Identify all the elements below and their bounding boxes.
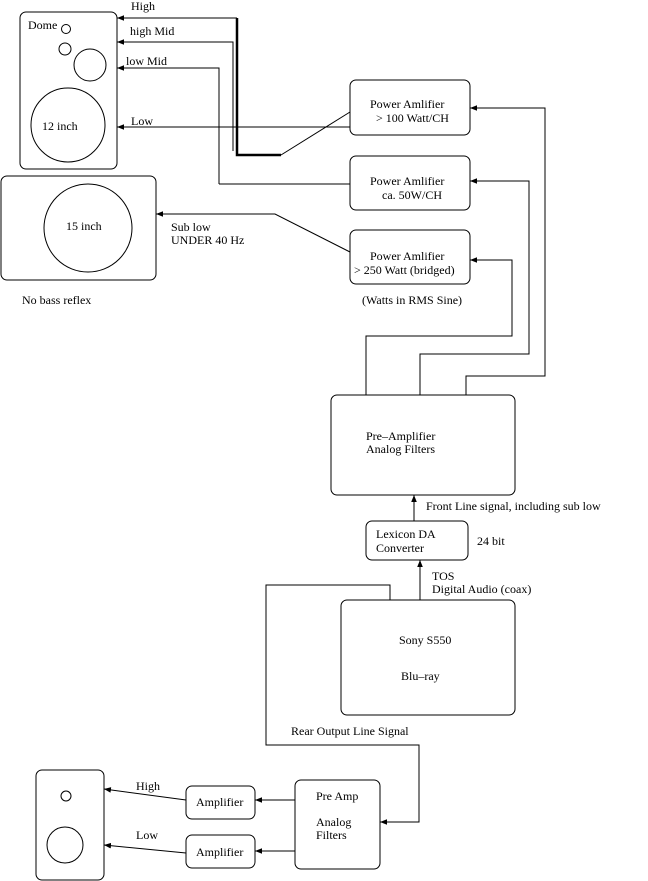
rear-output-signal-label: Rear Output Line Signal — [291, 724, 409, 738]
preamp-line2: Analog Filters — [366, 442, 435, 456]
power-amplifiers: Power Amlifier > 100 Watt/CH Power Amlif… — [349, 79, 471, 307]
preamp-to-amps-wiring — [365, 105, 546, 395]
preamp-line1: Pre–Amplifier — [366, 429, 435, 443]
amp1-to-high-wire — [280, 111, 351, 156]
front-line-signal-label: Front Line signal, including sub low — [426, 499, 601, 513]
rear-tweeter — [60, 790, 72, 802]
rear-woofer — [46, 826, 84, 864]
watts-note: (Watts in RMS Sine) — [362, 293, 462, 307]
sub-low-arrow — [156, 211, 351, 253]
bluray-player: Sony S550 Blu–ray — [340, 599, 516, 716]
player-line1: Sony S550 — [399, 633, 451, 647]
rear-preamp-box — [294, 779, 381, 870]
amp2-line2: ca. 50W/CH — [382, 188, 442, 202]
subwoofer-driver-label: 15 inch — [66, 219, 102, 233]
dome-label: Dome — [28, 18, 57, 32]
dac-line2: Converter — [376, 541, 424, 555]
player-line2: Blu–ray — [401, 669, 440, 683]
pre-amplifier-box — [330, 394, 516, 496]
bluray-player-box — [340, 599, 516, 716]
amp3-line1: Power Amlifier — [370, 249, 444, 263]
rear-speaker — [35, 769, 105, 881]
subwoofer: 15 inch No bass reflex — [0, 175, 157, 307]
rear-output-wire — [265, 584, 420, 825]
tos-line1: TOS — [432, 569, 454, 583]
feed-amp1 — [465, 105, 546, 395]
feed-amp3 — [365, 257, 513, 395]
rear-speaker-cabinet — [35, 769, 105, 881]
high-mid-wire — [117, 39, 234, 151]
tos-line2: Digital Audio (coax) — [432, 582, 531, 596]
amp1-line1: Power Amlifier — [370, 97, 444, 111]
amp1-line2: > 100 Watt/CH — [376, 111, 449, 125]
rear-amplifiers: Amplifier Amplifier High Low — [103, 779, 295, 869]
rear-high-arrow — [103, 787, 187, 801]
rear-low-arrow — [103, 842, 187, 854]
band-label-high-mid: high Mid — [130, 24, 174, 38]
da-converter-box — [365, 520, 469, 561]
rear-preamp-line3: Filters — [316, 828, 347, 842]
rear-amp-high-label: Amplifier — [196, 795, 243, 809]
high-wire — [235, 18, 281, 157]
rear-pre-amp: Pre Amp Analog Filters — [294, 779, 381, 870]
woofer-12-inch — [30, 87, 106, 163]
rear-preamp-line1: Pre Amp — [316, 789, 358, 803]
front-speaker: Dome 12 inch — [19, 11, 118, 170]
high-mid-driver — [58, 42, 72, 56]
dac-bits: 24 bit — [477, 534, 505, 548]
rear-high-label: High — [136, 779, 160, 793]
feed-amp2 — [419, 178, 530, 395]
dome-tweeter — [61, 24, 71, 34]
pre-amplifier: Pre–Amplifier Analog Filters — [330, 394, 516, 496]
woofer-15-inch — [43, 183, 133, 273]
dac-line1: Lexicon DA — [376, 527, 436, 541]
woofer-label: 12 inch — [42, 119, 78, 133]
da-converter: Lexicon DA Converter 24 bit — [365, 520, 505, 561]
band-label-low: Low — [131, 114, 153, 128]
band-label-sub-low: Sub low — [171, 220, 211, 234]
rear-preamp-line2: Analog — [316, 815, 351, 829]
no-bass-reflex-note: No bass reflex — [22, 293, 91, 307]
band-label-high: High — [131, 0, 155, 13]
amp2-line1: Power Amlifier — [370, 174, 444, 188]
band-label-low-mid: low Mid — [126, 54, 167, 68]
front-band-wiring: High high Mid low Mid Low Sub low UNDER … — [117, 0, 351, 253]
rear-amp-low-label: Amplifier — [196, 845, 243, 859]
power-amp-250w — [349, 229, 471, 285]
rear-low-label: Low — [136, 828, 158, 842]
amp3-line2: > 250 Watt (bridged) — [354, 263, 455, 277]
band-label-under-40hz: UNDER 40 Hz — [171, 233, 244, 247]
low-mid-driver — [73, 48, 107, 82]
